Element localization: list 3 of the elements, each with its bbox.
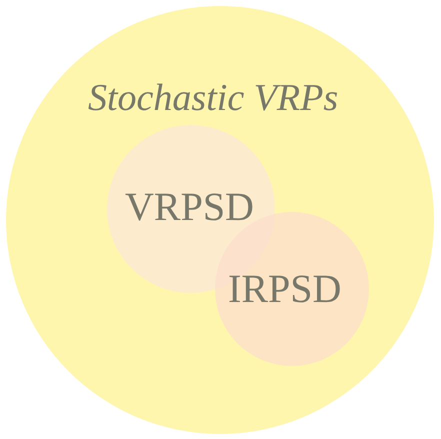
set-title: Stochastic VRPs [88,76,338,120]
set-label: VRPSD [125,183,254,230]
set-label: IRPSD [228,265,342,312]
